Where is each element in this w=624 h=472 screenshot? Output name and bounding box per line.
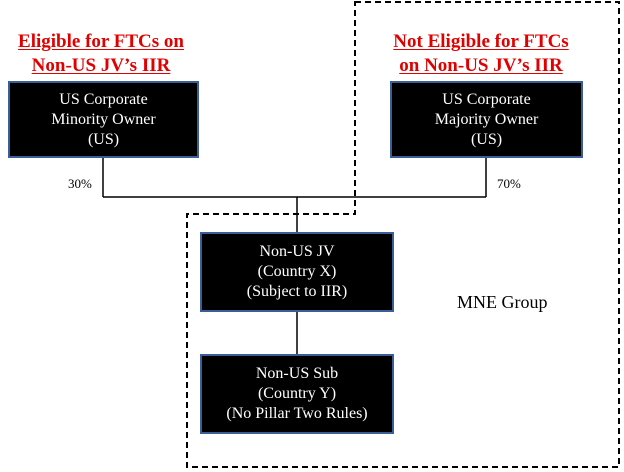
majority-owner-line2: Majority Owner	[434, 110, 539, 128]
majority-ownership-pct: 70%	[497, 176, 521, 191]
jv-line1: Non-US JV	[259, 243, 335, 260]
not-eligible-heading-line1: Not Eligible for FTCs	[393, 31, 569, 52]
majority-owner-line1: US Corporate	[442, 90, 531, 108]
minority-owner-line1: US Corporate	[59, 90, 148, 108]
mne-group-boundary	[186, 1, 620, 468]
sub-line2: (Country Y)	[257, 385, 337, 402]
sub-line3: (No Pillar Two Rules)	[226, 405, 368, 422]
jv-line2: (Country X)	[257, 263, 337, 280]
mne-group-label: MNE Group	[457, 292, 548, 312]
jv-line3: (Subject to IIR)	[246, 283, 348, 300]
minority-owner-box: US Corporate Minority Owner (US)	[8, 81, 199, 158]
majority-owner-box: US Corporate Majority Owner (US)	[390, 81, 583, 158]
minority-owner-line2: Minority Owner	[51, 110, 156, 128]
minority-ownership-pct: 30%	[68, 176, 92, 191]
eligible-heading-line1: Eligible for FTCs on	[18, 31, 184, 52]
not-eligible-heading: Not Eligible for FTCs on Non-US JV’s IIR	[376, 30, 586, 78]
not-eligible-heading-line2: on Non-US JV’s IIR	[399, 55, 563, 76]
eligible-heading-line2: Non-US JV’s IIR	[31, 55, 171, 76]
jv-box: Non-US JV (Country X) (Subject to IIR)	[200, 232, 394, 312]
sub-line1: Non-US Sub	[255, 365, 339, 382]
minority-owner-line3: (US)	[87, 130, 120, 148]
eligible-heading: Eligible for FTCs on Non-US JV’s IIR	[6, 30, 196, 78]
sub-box: Non-US Sub (Country Y) (No Pillar Two Ru…	[200, 354, 394, 434]
majority-owner-line3: (US)	[470, 130, 503, 148]
